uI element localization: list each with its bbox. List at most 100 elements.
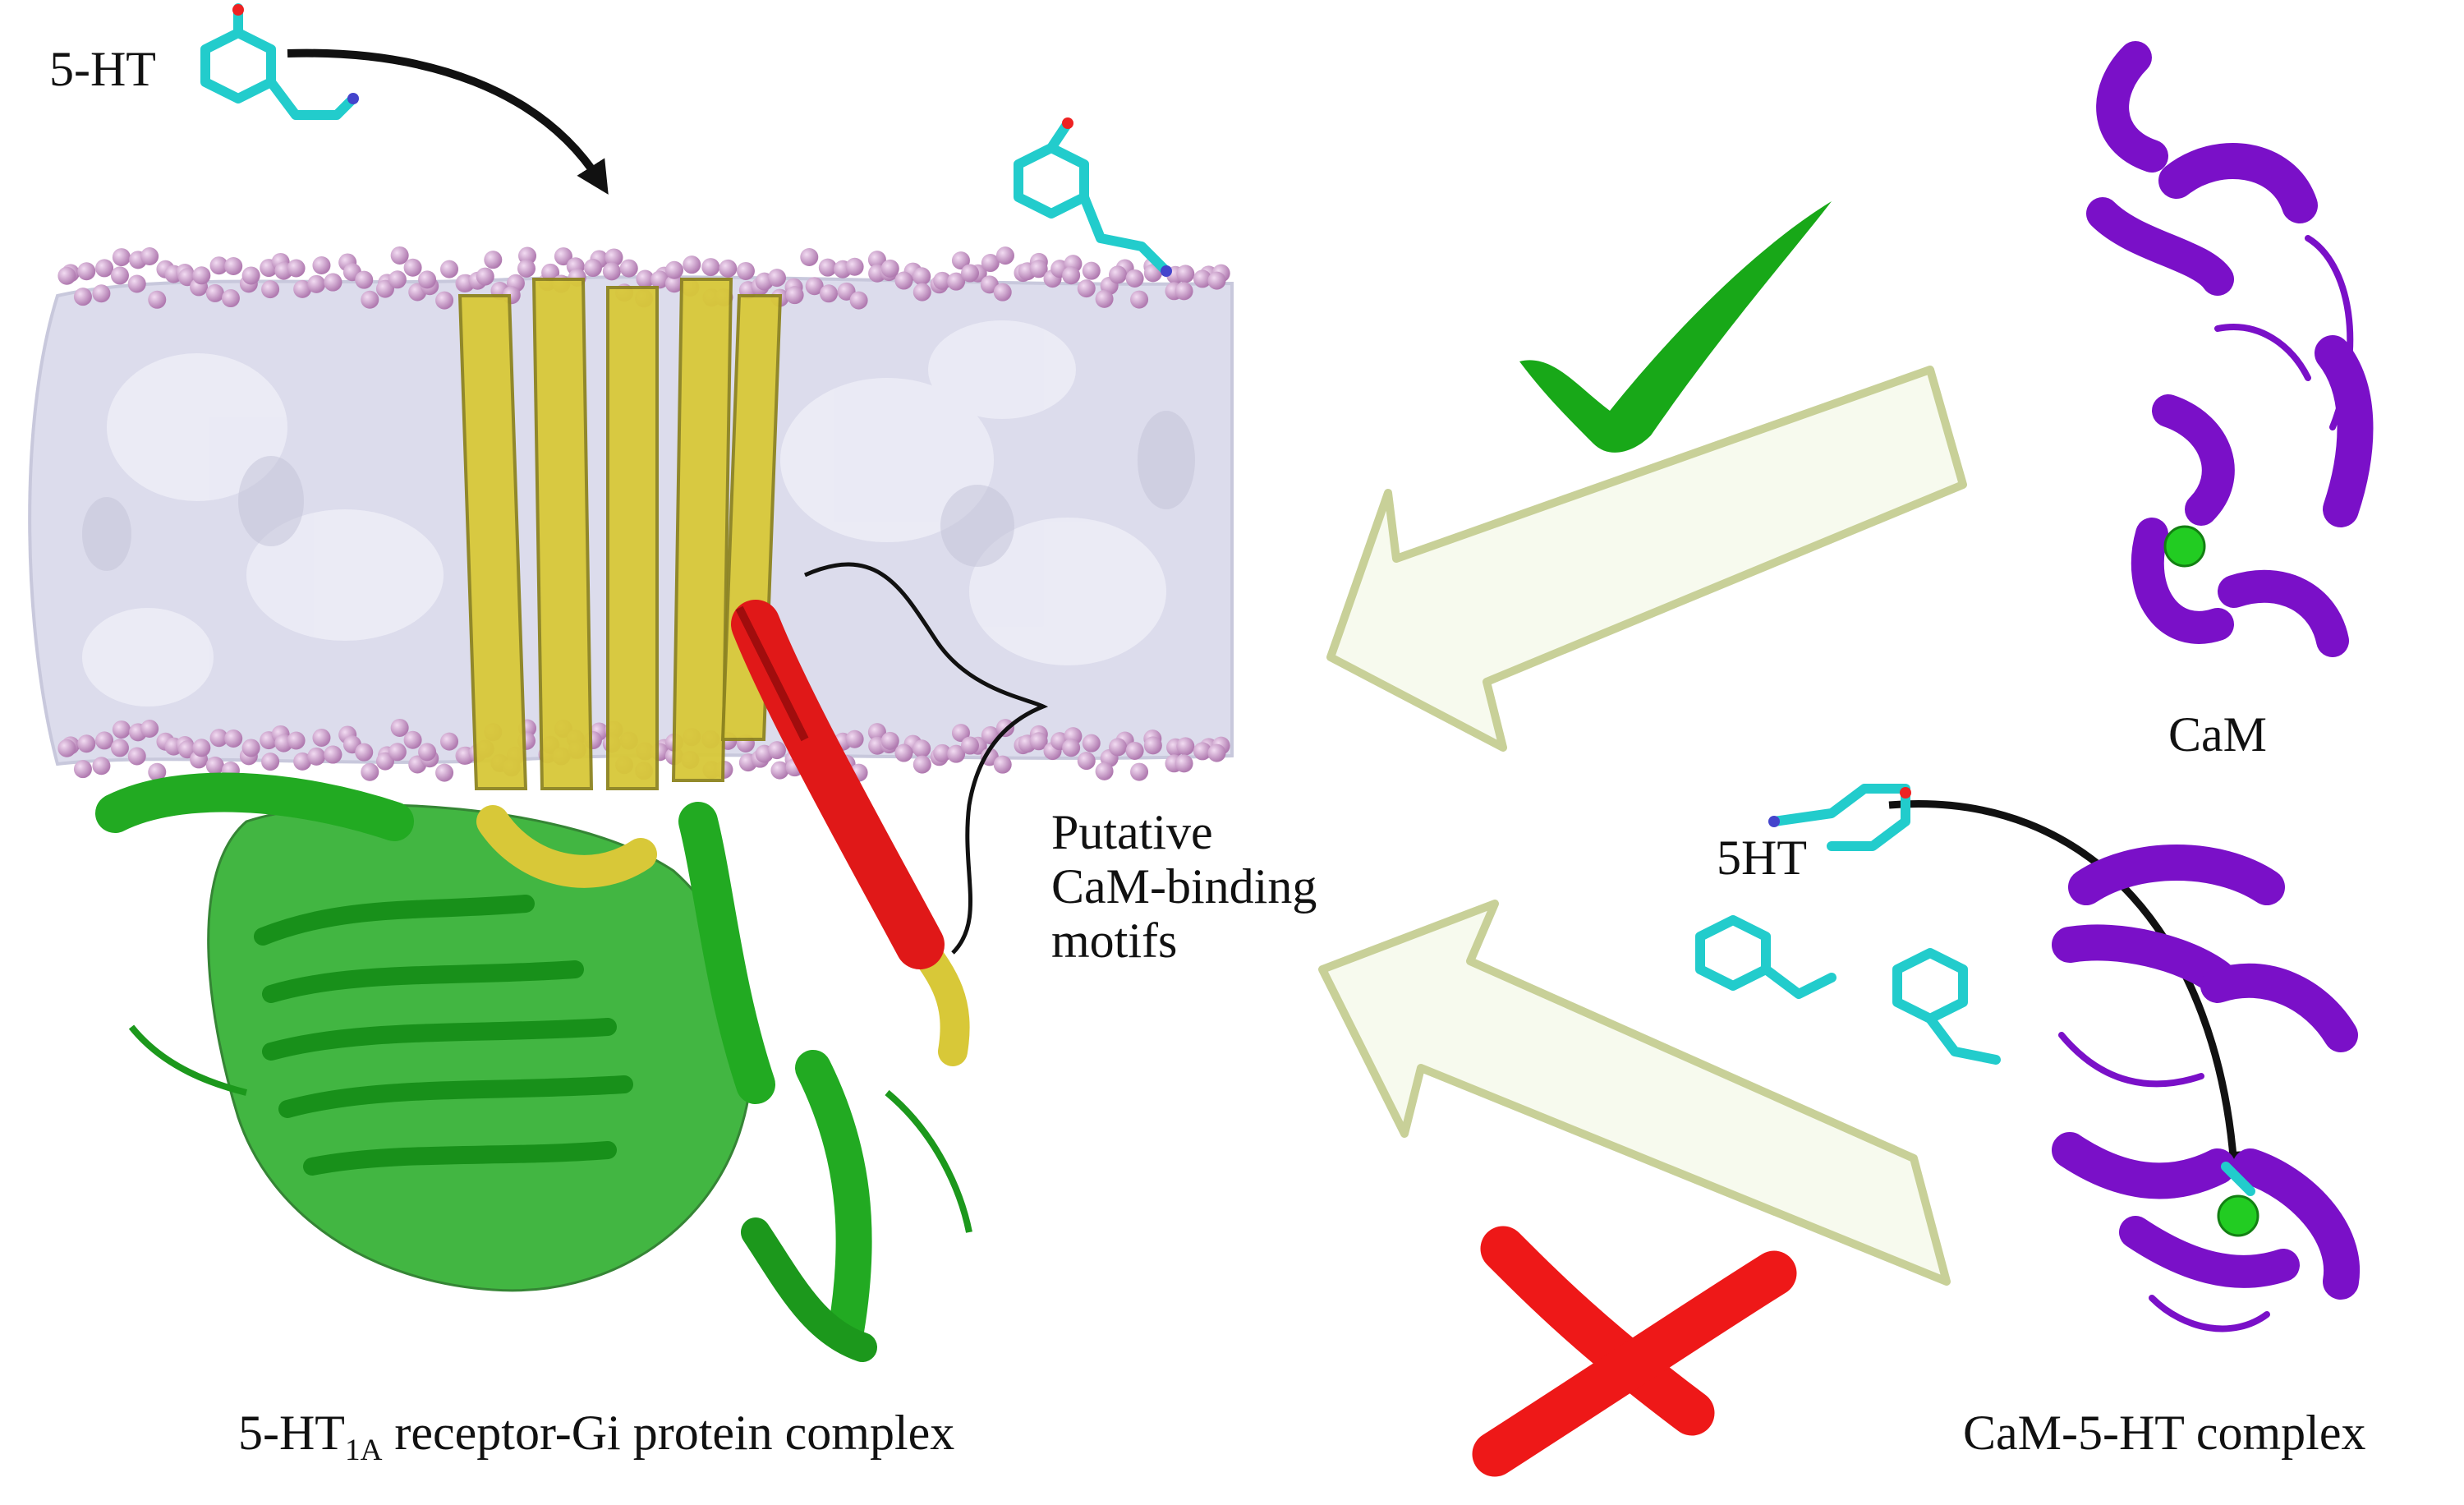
lipid-sphere (767, 741, 786, 760)
lipid-sphere (961, 736, 980, 755)
lipid-sphere (388, 743, 407, 762)
lipid-sphere (541, 263, 560, 282)
lipid-sphere (1077, 752, 1096, 771)
lipid-sphere (820, 284, 839, 303)
lipid-sphere (1095, 289, 1114, 308)
lipid-sphere (324, 273, 342, 292)
calcium-ion (2163, 525, 2206, 568)
lipid-sphere (209, 729, 228, 748)
lipid-sphere (683, 255, 701, 274)
lipid-sphere (1193, 269, 1212, 288)
lipid-sphere (1029, 732, 1048, 751)
lipid-sphere (701, 258, 720, 277)
lipid-sphere (933, 743, 952, 762)
lipid-sphere (224, 729, 243, 748)
lipid-sphere (92, 284, 111, 303)
lipid-sphere (1130, 290, 1149, 309)
ligand-label-right: 5HT (1717, 831, 1807, 885)
lipid-sphere (112, 720, 131, 739)
lipid-sphere (602, 262, 621, 281)
lipid-sphere (767, 269, 786, 288)
lipid-sphere (224, 257, 243, 276)
lipid-sphere (403, 730, 422, 749)
lipid-sphere (1082, 734, 1101, 752)
motif-label-line2: CaM-binding (1051, 859, 1317, 914)
lipid-sphere (770, 761, 789, 780)
lipid-sphere (57, 739, 76, 757)
lipid-sphere (388, 270, 407, 289)
lipid-sphere (355, 743, 374, 762)
lipid-sphere (947, 272, 966, 291)
lipid-sphere (880, 731, 899, 750)
lipid-sphere (261, 752, 280, 771)
lipid-sphere (324, 745, 342, 764)
lipid-sphere (1095, 762, 1114, 780)
lipid-sphere (192, 266, 211, 285)
lipid-sphere (440, 260, 459, 278)
lipid-sphere (894, 271, 913, 290)
cam-protein-apo (2086, 41, 2374, 657)
lipid-sphere (719, 259, 738, 278)
lipid-sphere (800, 248, 819, 267)
lipid-sphere (583, 259, 602, 278)
lipid-sphere (312, 728, 331, 747)
lipid-sphere (805, 277, 824, 296)
lipid-sphere (148, 762, 167, 781)
lipid-sphere (192, 739, 211, 757)
lipid-sphere (205, 283, 224, 302)
ligand-hydroxyl (232, 4, 1911, 799)
lipid-sphere (148, 290, 167, 309)
cam-label: CaM (2168, 707, 2267, 762)
lipid-sphere (867, 251, 886, 269)
gi-protein (95, 772, 972, 1362)
lipid-sphere (664, 260, 683, 279)
lipid-sphere (1175, 754, 1193, 773)
lipid-sphere (307, 274, 326, 293)
receptor-label-rest: receptor-Gi protein complex (382, 1406, 955, 1460)
lipid-sphere (818, 258, 837, 277)
lipid-sphere (995, 246, 1014, 265)
lipid-sphere (1176, 265, 1195, 283)
lipid-sphere (845, 257, 864, 276)
lipid-sphere (1130, 762, 1149, 781)
lipid-sphere (933, 271, 952, 290)
lipid-sphere (845, 729, 864, 748)
lipid-sphere (951, 251, 970, 270)
lipid-sphere (403, 258, 422, 277)
cam-protein-complex (2052, 845, 2361, 1332)
lipid-sphere (140, 720, 159, 739)
cross-icon (1472, 1226, 1797, 1477)
lipid-sphere (1175, 282, 1193, 301)
lipid-sphere (947, 744, 966, 763)
motif-bracket (803, 562, 1049, 955)
lipid-sphere (1207, 743, 1226, 762)
lipid-sphere (127, 747, 146, 766)
lipid-sphere (261, 280, 280, 299)
lipid-sphere (293, 752, 312, 771)
lipid-sphere (221, 289, 240, 308)
lipid-sphere (361, 762, 379, 781)
cam-binding-helix (731, 600, 945, 969)
lipid-sphere (993, 283, 1012, 301)
lipid-sphere (980, 275, 999, 294)
lipid-sphere (241, 266, 260, 285)
lipid-sphere (785, 286, 804, 305)
lipid-sphere (241, 739, 260, 757)
lipid-sphere (390, 246, 409, 265)
ligand-label-left: 5-HT (49, 42, 156, 96)
ligand-arrow-receptor (287, 48, 609, 195)
lipid-sphere (92, 757, 111, 776)
receptor-complex-label: 5-HT1A receptor-Gi protein complex (238, 1405, 954, 1468)
lipid-sphere (73, 760, 92, 779)
lipid-sphere (77, 734, 96, 753)
lipid-sphere (961, 264, 980, 283)
lipid-sphere (293, 279, 312, 298)
lipid-sphere (605, 248, 623, 267)
lipid-sphere (110, 739, 129, 757)
lipid-sphere (894, 743, 913, 762)
calcium-ion-complex (2217, 1194, 2259, 1237)
lipid-sphere (1062, 739, 1081, 757)
lipid-sphere (1143, 736, 1162, 755)
lipid-sphere (1077, 279, 1096, 298)
lipid-sphere (1109, 738, 1128, 757)
